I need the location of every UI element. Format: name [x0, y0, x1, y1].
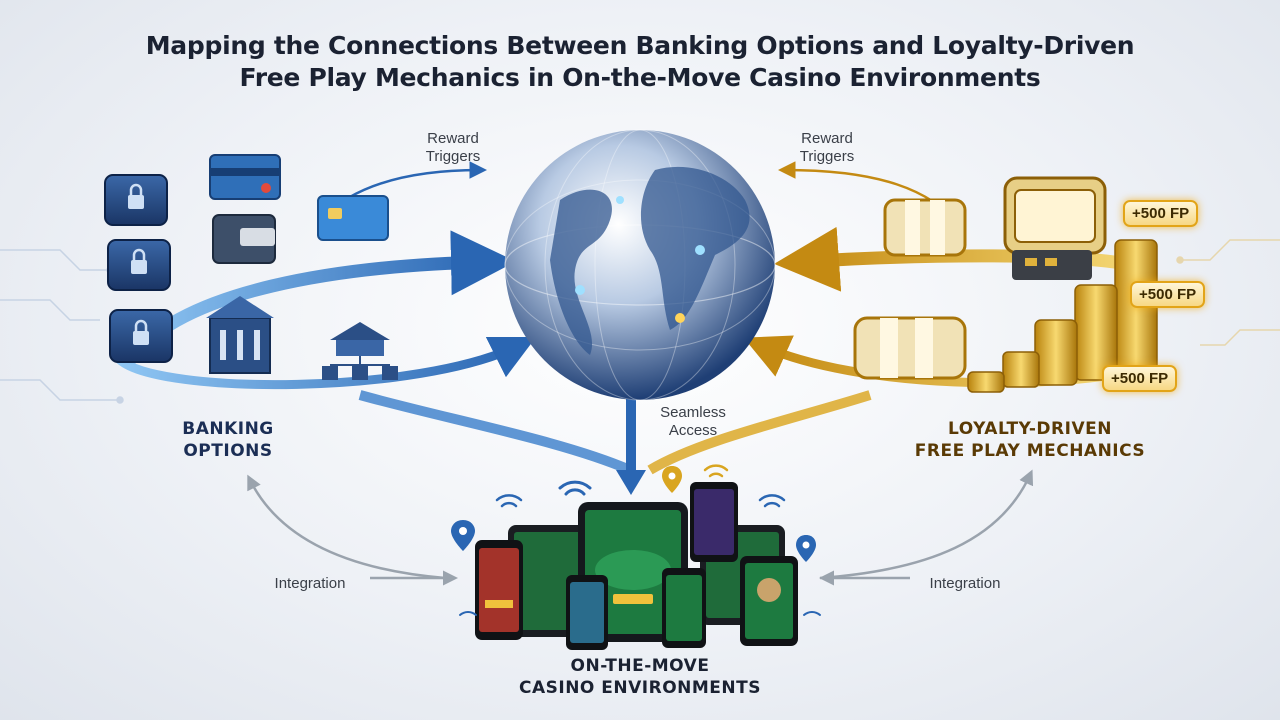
casino-title-line-1: ON-THE-MOVE: [570, 656, 710, 676]
wifi-icon: [758, 494, 786, 508]
wifi-icon: [558, 480, 592, 496]
free-play-badge: +500 FP: [1102, 365, 1178, 392]
loyalty-title-line-1: LOYALTY-DRIVEN: [948, 419, 1112, 439]
reward-triggers-left-line-1: Reward: [427, 130, 479, 147]
wallet-lock-icon: [104, 174, 168, 226]
wallet-icon: [212, 214, 276, 264]
integration-arrows: [247, 469, 1034, 586]
free-play-badge: +500 FP: [1123, 200, 1199, 227]
loyalty-icons: [853, 176, 1158, 393]
integration-right-label: Integration: [929, 575, 1001, 592]
casino-environments-title: ON-THE-MOVE CASINO ENVIRONMENTS: [490, 655, 790, 699]
location-pin-icon: [451, 520, 475, 551]
loyalty-mechanics-title: LOYALTY-DRIVEN FREE PLAY MECHANICS: [880, 418, 1180, 462]
banking-title-line-2: OPTIONS: [183, 441, 273, 461]
reward-triggers-right-line-2: Triggers: [799, 148, 855, 165]
slot-reel-icon: [853, 316, 967, 380]
wifi-icon: [703, 464, 729, 478]
wallet-lock-icon: [107, 239, 171, 291]
banking-title-line-1: BANKING: [182, 419, 274, 439]
circuit-lines-right: [1176, 239, 1280, 346]
integration-left-label: Integration: [274, 575, 346, 592]
reward-triggers-right-label: Reward Triggers: [772, 130, 882, 166]
smartphone-icon: [740, 556, 798, 646]
seamless-access-line-2: Access: [668, 422, 718, 439]
seamless-access-arrow: [616, 385, 646, 495]
wifi-icon: [495, 494, 523, 508]
location-pin-icon: [796, 535, 816, 562]
slot-machine-icon: [1003, 176, 1107, 280]
smartphone-icon: [475, 540, 523, 640]
free-play-badge: +500 FP: [1130, 281, 1206, 308]
casino-devices: [475, 482, 798, 650]
banking-options-title: BANKING OPTIONS: [168, 418, 288, 462]
page-title: Mapping the Connections Between Banking …: [0, 30, 1280, 94]
smartphone-icon: [566, 575, 608, 650]
reward-triggers-left-line-2: Triggers: [425, 148, 481, 165]
credit-card-chip-icon: [317, 195, 389, 241]
title-line-1: Mapping the Connections Between Banking …: [145, 31, 1135, 60]
bank-building-icon: [206, 296, 274, 374]
loyalty-title-line-2: FREE PLAY MECHANICS: [914, 441, 1146, 461]
title-line-2: Free Play Mechanics in On-the-Move Casin…: [239, 63, 1041, 92]
reward-triggers-left-label: Reward Triggers: [398, 130, 508, 166]
seamless-access-line-1: Seamless: [660, 404, 726, 421]
credit-card-icon: [209, 154, 281, 200]
banking-icons: [104, 154, 398, 380]
smartphone-icon: [690, 482, 738, 562]
smartphone-icon: [662, 568, 706, 648]
reward-triggers-right-line-1: Reward: [801, 130, 853, 147]
bank-network-icon: [322, 322, 398, 380]
wifi-icon: [459, 611, 821, 616]
slot-reel-icon: [883, 198, 967, 257]
wallet-lock-icon: [109, 309, 173, 363]
location-pin-icon: [662, 466, 682, 493]
circuit-lines-left: [0, 249, 124, 404]
coin-stack-icon: [967, 239, 1158, 393]
seamless-access-label: Seamless Access: [638, 404, 748, 440]
casino-title-line-2: CASINO ENVIRONMENTS: [519, 678, 761, 698]
globe-icon: [504, 129, 776, 401]
